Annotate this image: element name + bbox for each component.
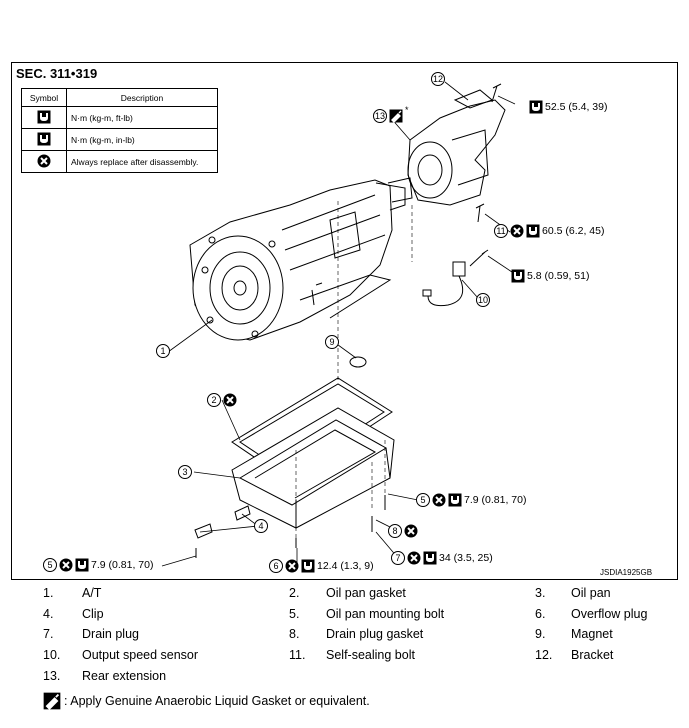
part-no: 5. — [289, 607, 300, 621]
part-number: 5 — [43, 558, 57, 572]
part-number: 2 — [207, 393, 221, 407]
callout-at: 1 — [156, 344, 170, 358]
callout-self-sealing-bolt: 11 60.5 (6.2, 45) — [494, 224, 604, 238]
part-name: Oil pan gasket — [326, 586, 406, 600]
part-name: Drain plug gasket — [326, 627, 424, 641]
part-name: Rear extension — [82, 669, 167, 683]
part-number: 1 — [156, 344, 170, 358]
replace-x-icon — [37, 154, 51, 167]
part-number: 11 — [494, 224, 508, 238]
part-name: Clip — [82, 607, 104, 621]
magnet-drawing — [349, 356, 367, 368]
part-no: 9. — [535, 627, 546, 641]
part-no: 3. — [535, 586, 546, 600]
bolt-drawings — [195, 83, 502, 558]
torque-value: 52.5 (5.4, 39) — [545, 101, 608, 113]
section-title: SEC. 311•319 — [16, 66, 98, 81]
part-no: 11. — [289, 648, 306, 662]
liquid-gasket-icon — [43, 692, 61, 710]
alignment-lines — [295, 200, 413, 538]
callout-oil-pan: 3 — [178, 465, 192, 479]
replace-x-icon — [404, 524, 418, 538]
part-no: 10. — [43, 648, 61, 662]
part-number: 13 — [373, 109, 387, 123]
replace-x-icon — [407, 551, 421, 565]
callout-rear-extension: 13 * — [373, 105, 409, 123]
part-number: 3 — [178, 465, 192, 479]
torque-wrench-small-icon — [75, 558, 89, 572]
torque-value: 12.4 (1.3, 9) — [317, 560, 374, 572]
part-name: Oil pan — [571, 586, 611, 600]
part-number: 5 — [416, 493, 430, 507]
part-name: Drain plug — [82, 627, 139, 641]
callout-bracket: 12 — [431, 72, 445, 86]
replace-x-icon — [432, 493, 446, 507]
part-no: 6. — [535, 607, 546, 621]
callout-magnet: 9 — [325, 335, 339, 349]
replace-x-icon — [510, 224, 524, 238]
torque-wrench-icon — [423, 551, 437, 565]
diagram-frame — [11, 62, 678, 580]
callout-drain-plug: 7 34 (3.5, 25) — [391, 551, 493, 565]
torque-wrench-small-icon — [37, 132, 51, 145]
callout-oil-pan-bolt-right: 5 7.9 (0.81, 70) — [416, 493, 526, 507]
part-number: 12 — [431, 72, 445, 86]
callout-oil-pan-gasket: 2 — [207, 393, 237, 407]
callout-torque-bracket-bolt: 52.5 (5.4, 39) — [529, 100, 607, 114]
part-no: 2. — [289, 586, 300, 600]
part-no: 4. — [43, 607, 54, 621]
part-no: 12. — [535, 648, 553, 662]
part-no: 7. — [43, 627, 54, 641]
liquid-gasket-icon — [389, 109, 403, 123]
torque-wrench-small-icon — [448, 493, 462, 507]
clip-drawing — [194, 505, 251, 539]
torque-wrench-small-icon — [511, 269, 525, 283]
part-no: 1. — [43, 586, 54, 600]
callout-clip: 4 — [254, 519, 268, 533]
part-no: 13. — [43, 669, 61, 683]
part-name: Bracket — [571, 648, 614, 662]
part-number: 8 — [388, 524, 402, 538]
part-number: 7 — [391, 551, 405, 565]
callout-torque-sensor-bolt: 5.8 (0.59, 51) — [511, 269, 589, 283]
figure-id: JSDIA1925GB — [600, 568, 653, 577]
part-name: Magnet — [571, 627, 613, 641]
torque-wrench-icon — [526, 224, 540, 238]
part-number: 10 — [476, 293, 490, 307]
callout-drain-plug-gasket: 8 — [388, 524, 418, 538]
torque-wrench-icon — [529, 100, 543, 114]
torque-value: 7.9 (0.81, 70) — [464, 494, 527, 506]
replace-x-icon — [223, 393, 237, 407]
speed-sensor-drawing — [422, 261, 466, 307]
oil-pan-drawing — [231, 407, 395, 529]
symbol-legend: Symbol Description N·m (kg-m, ft-lb) N·m… — [21, 88, 218, 173]
callout-output-speed-sensor: 10 — [476, 293, 490, 307]
part-number: 6 — [269, 559, 283, 573]
torque-wrench-icon — [37, 110, 51, 123]
part-name: Overflow plug — [571, 607, 648, 621]
part-name: Self-sealing bolt — [326, 648, 415, 662]
legend-description: Always replace after disassembly. — [66, 150, 218, 173]
part-name: A/T — [82, 586, 102, 600]
part-number: 9 — [325, 335, 339, 349]
torque-value: 7.9 (0.81, 70) — [91, 559, 154, 571]
replace-x-icon — [285, 559, 299, 573]
callout-overflow-plug: 6 12.4 (1.3, 9) — [269, 559, 374, 573]
rear-extension-drawing — [387, 89, 506, 206]
part-number: 4 — [254, 519, 268, 533]
asterisk-mark: * — [405, 105, 409, 115]
part-name: Oil pan mounting bolt — [326, 607, 445, 621]
replace-x-icon — [59, 558, 73, 572]
torque-wrench-icon — [301, 559, 315, 573]
torque-value: 5.8 (0.59, 51) — [527, 270, 590, 282]
liquid-gasket-note: : Apply Genuine Anaerobic Liquid Gasket … — [43, 692, 370, 710]
transmission-drawing — [189, 179, 406, 341]
note-text: : Apply Genuine Anaerobic Liquid Gasket … — [64, 694, 370, 708]
torque-value: 34 (3.5, 25) — [439, 552, 493, 564]
torque-value: 60.5 (6.2, 45) — [542, 225, 605, 237]
callout-oil-pan-bolt-left: 5 7.9 (0.81, 70) — [43, 558, 153, 572]
part-no: 8. — [289, 627, 300, 641]
part-name: Output speed sensor — [82, 648, 199, 662]
